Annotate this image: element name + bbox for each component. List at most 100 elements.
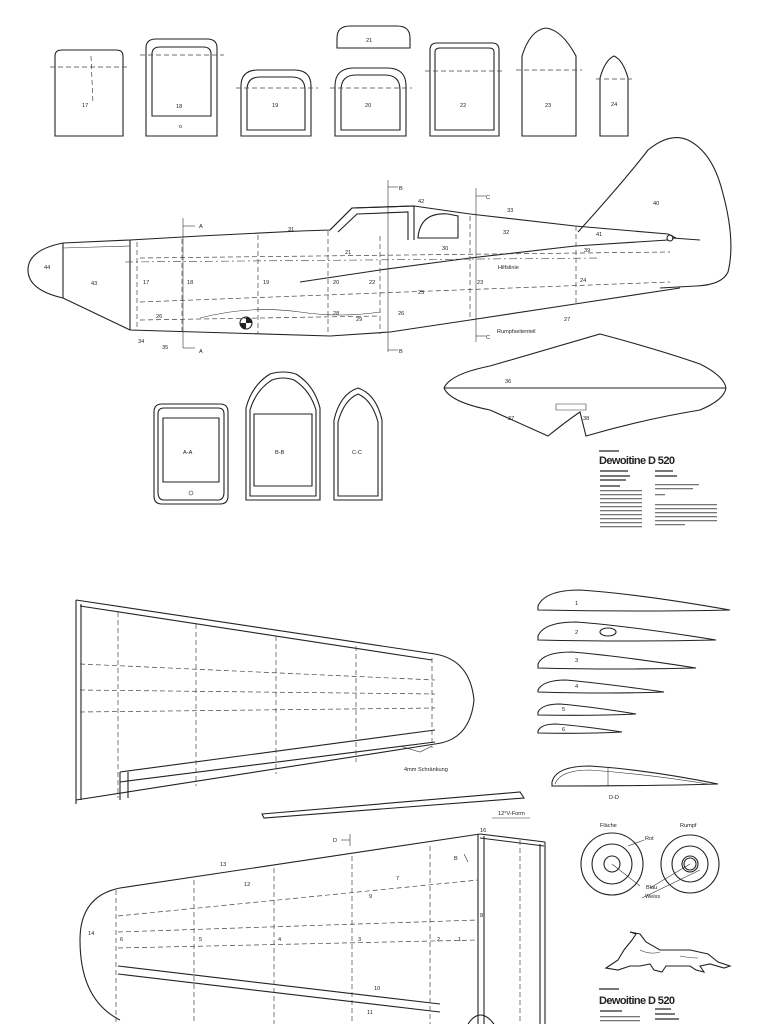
part-36: 36 — [505, 379, 511, 385]
part-34: 34 — [138, 339, 144, 345]
wing-d-label: D — [333, 838, 337, 844]
section-c-c: C-C — [333, 387, 383, 501]
bulkhead-19: 19 — [236, 69, 318, 137]
section-b-b-label: B-B — [275, 450, 285, 456]
wing-part-1: 1 — [458, 937, 461, 943]
wing-part-12: 12 — [244, 882, 250, 888]
bulkhead-24-label: 24 — [611, 102, 617, 108]
part-26: 26 — [156, 314, 162, 320]
wing-part-11: 11 — [367, 1010, 373, 1016]
wing-part-2: 2 — [437, 937, 440, 943]
wing-part-10: 10 — [374, 986, 380, 992]
bulkhead-17: 17 — [50, 49, 128, 137]
part-33: 33 — [507, 208, 513, 214]
wing-part-3: 3 — [358, 937, 361, 943]
wing-part-9: 9 — [369, 894, 372, 900]
part-24: 24 — [580, 278, 586, 284]
wing-part-7: 7 — [396, 876, 399, 882]
bulkhead-22-label: 22 — [460, 103, 466, 109]
roundel-weiss-label: Weiss — [645, 894, 660, 900]
part-21: 21 — [345, 250, 351, 256]
section-c-c-label: C-C — [352, 450, 362, 456]
part-32: 32 — [503, 230, 509, 236]
part-19: 19 — [263, 280, 269, 286]
part-27: 27 — [564, 317, 570, 323]
bulkhead-19-label: 19 — [272, 103, 278, 109]
rib-4-label: 4 — [575, 684, 578, 690]
part-20: 20 — [333, 280, 339, 286]
section-a-bottom: A — [199, 349, 203, 355]
bulkhead-20-label: 20 — [365, 103, 371, 109]
title-block-top: Dewoitine D 520 — [599, 450, 717, 528]
wing-b-label: B — [454, 856, 458, 862]
title-block-bottom: Dewoitine D 520 — [599, 988, 679, 1022]
roundel-rumpf-label: Rumpf — [680, 823, 697, 829]
wing-part-5: 5 — [199, 937, 202, 943]
title-bottom: Dewoitine D 520 — [599, 995, 675, 1007]
v-form-label: 12°V-Form — [498, 811, 525, 817]
part-35: 35 — [162, 345, 168, 351]
rib-5-label: 5 — [562, 707, 565, 713]
rib-profiles: 1 2 3 4 5 6 D-D — [537, 589, 731, 801]
part-31: 31 — [288, 227, 294, 233]
roundels: Fläche Rumpf Rot Blau Weiss — [580, 823, 720, 900]
bulkhead-18-label: 18 — [176, 104, 182, 110]
bulkhead-17-label: 17 — [82, 103, 88, 109]
horizontal-stabilizer: 36 37 38 — [443, 333, 727, 437]
part-29: 29 — [356, 317, 362, 323]
part-44: 44 — [44, 265, 50, 271]
part-40: 40 — [653, 201, 659, 207]
bulkhead-22: 22 — [425, 42, 505, 137]
part-23: 23 — [477, 280, 483, 286]
rib-3-label: 3 — [575, 658, 578, 664]
rib-2-label: 2 — [575, 630, 578, 636]
part-30: 30 — [442, 246, 448, 252]
part-22: 22 — [369, 280, 375, 286]
section-d-d-label: D-D — [609, 795, 619, 801]
wing-part-8: 8 — [480, 913, 483, 919]
part-26b: 26 — [398, 311, 404, 317]
rumpfseitenteil-label: Rumpfseitenteil — [497, 329, 536, 335]
section-b-top: B — [399, 186, 403, 192]
part-38: 38 — [583, 416, 589, 422]
title-top: Dewoitine D 520 — [599, 455, 675, 467]
rib-1-label: 1 — [575, 601, 578, 607]
bulkhead-18-mark: o — [179, 124, 182, 130]
wing-part-4: 4 — [278, 937, 281, 943]
part-18: 18 — [187, 280, 193, 286]
bulkhead-21: 21 — [336, 25, 411, 49]
rib-6-label: 6 — [562, 727, 565, 733]
section-a-a-label: A-A — [183, 450, 193, 456]
wing-panel-lower: D B 1 2 3 4 5 6 7 8 9 10 11 12 13 14 16 — [79, 828, 546, 1024]
section-a-a: A-A — [153, 403, 229, 505]
bulkhead-23-label: 23 — [545, 103, 551, 109]
part-28: 28 — [333, 311, 339, 317]
wing-part-16: 16 — [480, 828, 486, 834]
bulkhead-18: 18 o — [140, 38, 224, 137]
bulkhead-21-label: 21 — [366, 38, 372, 44]
wing-part-6: 6 — [120, 937, 123, 943]
part-42: 42 — [418, 199, 424, 205]
part-25: 25 — [418, 290, 424, 296]
section-c-bottom: C — [486, 335, 490, 341]
wing-panel-upper: 4mm Schränkung — [75, 599, 475, 804]
mascot-emblem — [604, 931, 732, 973]
section-a-top: A — [199, 224, 203, 230]
part-41: 41 — [596, 232, 602, 238]
section-c-top: C — [486, 195, 490, 201]
part-39: 39 — [584, 248, 590, 254]
bulkhead-23: 23 — [516, 27, 582, 137]
fuselage-side-view: A A B B C C 44 43 17 18 19 20 21 22 23 2… — [27, 137, 732, 355]
bulkhead-24: 24 — [596, 55, 632, 137]
v-form-gauge: 12°V-Form — [261, 791, 530, 819]
roundel-rot-label: Rot — [645, 836, 654, 842]
hilfslinie-label: Hilfslinie — [498, 265, 519, 271]
roundel-blau-label: Blau — [646, 885, 657, 891]
section-b-b: B-B — [245, 371, 321, 501]
part-37: 37 — [508, 416, 514, 422]
roundel-flaeche-label: Fläche — [600, 823, 617, 829]
part-17: 17 — [143, 280, 149, 286]
wing-part-14: 14 — [88, 931, 94, 937]
section-b-bottom: B — [399, 349, 403, 355]
